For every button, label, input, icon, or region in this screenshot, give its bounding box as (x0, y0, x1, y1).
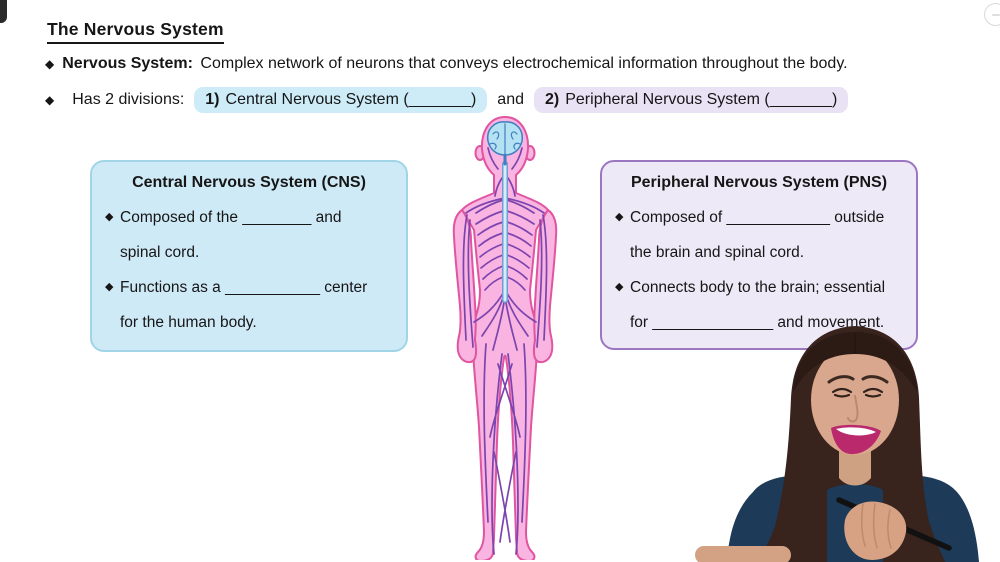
pns-highlight-pill: 2) Peripheral Nervous System (_______) (534, 87, 849, 113)
brain-folds (489, 123, 521, 154)
video-frame-corner (0, 0, 7, 23)
pns-box: Peripheral Nervous System (PNS) ◆ Compos… (600, 160, 918, 350)
cns-highlight-pill: 1) Central Nervous System (_______) (194, 87, 488, 113)
watermark-bar (991, 13, 1000, 16)
page-title: The Nervous System (47, 19, 224, 44)
cns-box: Central Nervous System (CNS) ◆ Composed … (90, 160, 408, 352)
cns-bullet-2-line-1: Functions as a ___________ center (120, 279, 368, 296)
pns-bullet-2: ◆ Connects body to the brain; essential … (602, 270, 916, 340)
nerves-legs (483, 343, 527, 555)
diamond-bullet-icon: ◆ (105, 281, 114, 293)
presenter-forearm (695, 546, 791, 562)
diamond-bullet-icon: ◆ (45, 57, 55, 71)
pns-bullet-1-text: Composed of ____________ outside the bra… (630, 200, 884, 270)
division-2-number: 2) (545, 91, 560, 108)
diamond-bullet-icon: ◆ (615, 211, 624, 223)
divisions-bullet-line: ◆ Has 2 divisions: 1) Central Nervous Sy… (45, 87, 849, 113)
cns-box-title: Central Nervous System (CNS) (132, 174, 366, 191)
division-1-text: Central Nervous System (_______) (225, 91, 477, 108)
intro-text: Complex network of neurons that conveys … (200, 55, 848, 72)
diamond-bullet-icon: ◆ (615, 281, 624, 293)
presenter-nose (847, 395, 859, 423)
nerves-neck-face (465, 147, 545, 214)
intro-text-line: Nervous System: Complex network of neuro… (62, 55, 847, 73)
cns-bullet-1-text: Composed of the ________ and spinal cord… (120, 200, 341, 270)
pns-bullet-1: ◆ Composed of ____________ outside the b… (602, 200, 916, 270)
intro-bullet-line: ◆ Nervous System: Complex network of neu… (45, 55, 848, 73)
nerves-ribs (475, 199, 535, 291)
pns-bullet-2-text: Connects body to the brain; essential fo… (630, 270, 885, 340)
division-2-text: Peripheral Nervous System (_______) (565, 91, 838, 108)
presenter-teeth (836, 427, 876, 436)
nerves-arms (462, 214, 548, 348)
intro-label: Nervous System: (62, 55, 193, 72)
cns-bullet-2-line-2: for the human body. (120, 314, 257, 331)
presenter-eyebrows (827, 375, 889, 384)
cns-bullet-1-line-1: Composed of the ________ and (120, 209, 342, 226)
nerves-pelvis (473, 289, 537, 351)
pns-bullet-1-line-2: the brain and spinal cord. (630, 244, 805, 261)
pns-bullet-2-line-1: Connects body to the brain; essential (630, 279, 886, 296)
cns-bullet-2-text: Functions as a ___________ center for th… (120, 270, 367, 340)
cns-bullet-1: ◆ Composed of the ________ and spinal co… (92, 200, 406, 270)
cns-bullet-2: ◆ Functions as a ___________ center for … (92, 270, 406, 340)
divisions-conjunction: and (497, 91, 524, 108)
presenter-fingers (860, 503, 892, 549)
pns-bullet-1-line-1: Composed of ____________ outside (630, 209, 885, 226)
diamond-bullet-icon: ◆ (105, 211, 114, 223)
diamond-bullet-icon: ◆ (45, 93, 55, 107)
presenter-hair-fringe (793, 332, 917, 392)
division-1-number: 1) (205, 91, 220, 108)
nervous-system-body-diagram (452, 116, 558, 560)
presenter-eyes (831, 387, 884, 398)
cns-bullet-1-line-2: spinal cord. (120, 244, 200, 261)
divisions-prefix: Has 2 divisions: (72, 91, 185, 108)
presenter-video (695, 326, 979, 562)
pns-box-title: Peripheral Nervous System (PNS) (630, 174, 888, 191)
watermark-circle-icon (984, 3, 1000, 26)
pns-bullet-2-line-2: for ______________ and movement. (630, 314, 885, 331)
